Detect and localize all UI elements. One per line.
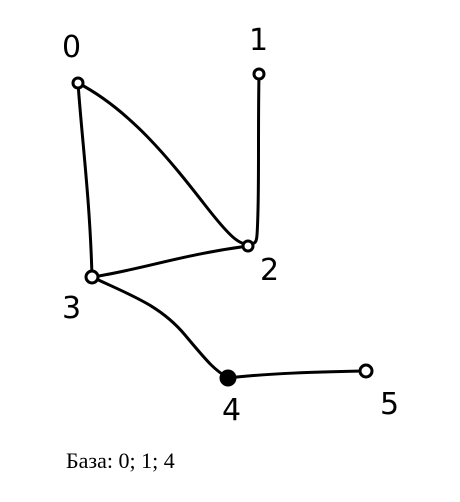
node-label-2: 2 xyxy=(260,253,279,288)
node-label-4: 4 xyxy=(222,393,241,428)
edge-3-4 xyxy=(90,275,230,380)
node-label-0: 0 xyxy=(62,30,81,65)
edge-2-3 xyxy=(90,244,250,279)
node-label-5: 5 xyxy=(380,387,399,422)
node-label-3: 3 xyxy=(62,291,81,326)
edge-0-3 xyxy=(76,81,94,279)
node-3 xyxy=(84,269,100,285)
node-label-1: 1 xyxy=(249,23,268,58)
node-2 xyxy=(241,239,255,253)
node-0 xyxy=(71,76,85,90)
edge-4-5 xyxy=(226,369,368,380)
node-5 xyxy=(358,363,374,379)
basis-caption: База: 0; 1; 4 xyxy=(66,448,175,473)
node-4 xyxy=(219,369,237,387)
edge-0-2 xyxy=(76,81,250,248)
node-1 xyxy=(252,67,266,81)
edge-1-2 xyxy=(246,72,261,248)
